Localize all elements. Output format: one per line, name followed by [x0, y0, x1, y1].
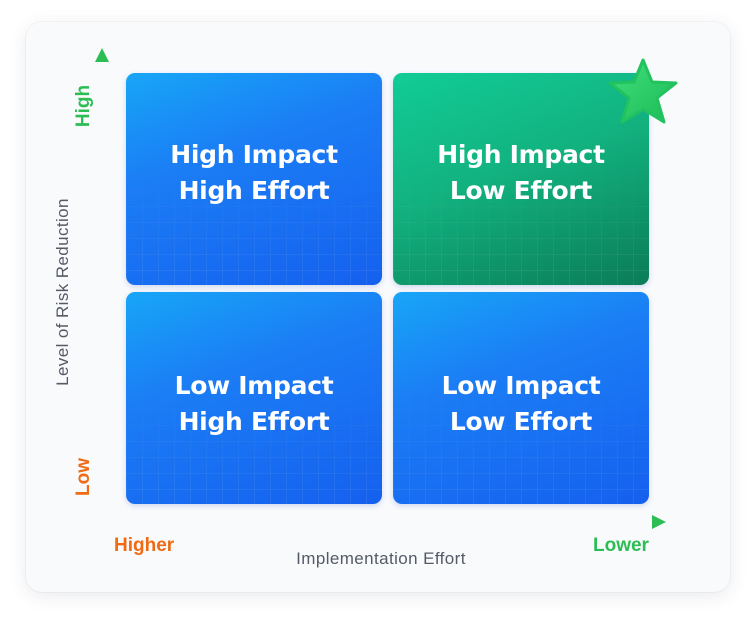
quadrant-line1: Low Impact: [174, 371, 334, 400]
x-axis-left-label: Higher: [114, 535, 175, 556]
quadrant-high-impact-high-effort: High Impact High Effort: [126, 73, 382, 285]
quadrant-high-impact-low-effort: High Impact Low Effort: [393, 73, 649, 285]
quadrant-line2: Low Effort: [449, 176, 593, 205]
quadrant-line1: Low Impact: [441, 371, 601, 400]
x-axis-right-label: Lower: [593, 535, 649, 556]
y-axis-low-label: Low: [73, 458, 94, 496]
quadrant-line1: High Impact: [437, 140, 605, 169]
x-axis-title: Implementation Effort: [296, 549, 466, 568]
y-axis-high-label: High: [73, 84, 94, 128]
quadrant-line2: Low Effort: [449, 407, 593, 436]
quadrant-low-impact-low-effort: Low Impact Low Effort: [393, 292, 649, 504]
quadrant-line2: High Effort: [178, 176, 330, 205]
y-axis-title: Level of Risk Reduction: [53, 198, 72, 386]
quadrant-line2: High Effort: [178, 407, 330, 436]
quadrant-low-impact-high-effort: Low Impact High Effort: [126, 292, 382, 504]
quadrant-line1: High Impact: [170, 140, 338, 169]
y-axis-arrow: [95, 48, 109, 62]
star-icon: [608, 58, 678, 124]
x-axis-arrow: [652, 515, 666, 529]
